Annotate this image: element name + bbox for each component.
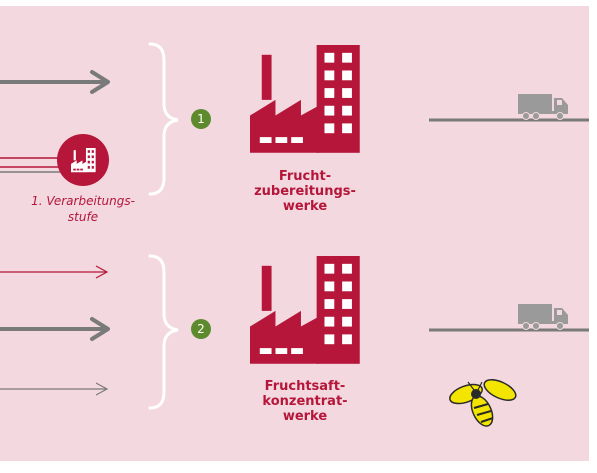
input-arrow-thin bbox=[0, 382, 109, 396]
factory-icon bbox=[250, 256, 360, 364]
small-factory-icon bbox=[57, 134, 109, 186]
truck-icon bbox=[517, 303, 569, 330]
input-arrow-top bbox=[0, 70, 110, 94]
brace-icon bbox=[148, 42, 179, 196]
input-lines-to-stage bbox=[0, 157, 60, 173]
brace-icon bbox=[148, 254, 179, 410]
factory-icon bbox=[250, 45, 360, 153]
step-badge-1: 1 bbox=[191, 109, 211, 129]
input-arrow-red bbox=[0, 265, 109, 279]
stage-label: 1. Verarbeitungs- stufe bbox=[31, 194, 135, 224]
input-arrow-thick bbox=[0, 317, 110, 341]
truck-icon bbox=[517, 93, 569, 120]
step-badge-2: 2 bbox=[191, 319, 211, 339]
bee-icon bbox=[449, 379, 517, 427]
plant-label-concentrate: Fruchtsaft- konzentrat- werke bbox=[262, 379, 348, 424]
plant-label-prep: Frucht- zubereitungs- werke bbox=[254, 169, 356, 214]
